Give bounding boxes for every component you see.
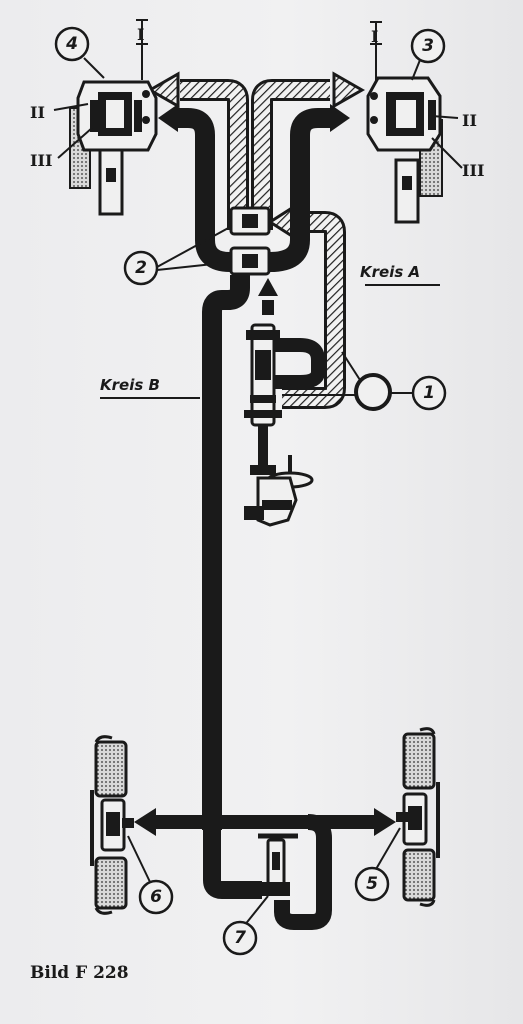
circuit-a-lines <box>146 71 366 409</box>
circuit-a-arrow-into-distributor <box>267 205 294 239</box>
circuit-b-arrow-rear-right <box>374 808 396 836</box>
figure-caption: Bild F 228 <box>30 963 129 983</box>
circuit-a-label: Kreis A <box>360 263 420 281</box>
callout-7: 7 <box>222 920 258 956</box>
roman-numeral-iii-left: III <box>30 151 52 170</box>
callout-1: 1 <box>411 375 447 411</box>
roman-numeral-i-left: I <box>137 25 144 44</box>
roman-numeral-ii-right: II <box>462 111 477 130</box>
rear-left-brake <box>90 735 134 915</box>
roman-numeral-ii-left: II <box>30 103 45 122</box>
front-right-caliper <box>366 76 443 224</box>
callout-4: 4 <box>54 26 90 62</box>
circuit-a-arrow-right <box>332 71 366 109</box>
circuit-b-regulator-loop <box>203 830 262 899</box>
callout-5: 5 <box>354 866 390 902</box>
circuit-b-label: Kreis B <box>100 376 160 394</box>
callout-6: 6 <box>138 879 174 915</box>
circuit-b-main-line <box>202 275 250 830</box>
svg-text:2: 2 <box>135 258 147 278</box>
front-left-caliper <box>69 80 158 216</box>
master-cylinder <box>244 323 282 475</box>
rear-right-brake <box>396 727 440 907</box>
brake-force-regulator <box>258 833 298 896</box>
distributor-lower <box>229 246 271 276</box>
svg-text:7: 7 <box>234 928 246 948</box>
svg-text:5: 5 <box>366 874 378 894</box>
circuit-b-pipe-left-front <box>175 108 231 272</box>
circuit-b-lines <box>134 104 396 930</box>
roman-numeral-i-right: I <box>371 27 378 46</box>
callout-2: 2 <box>123 250 159 286</box>
brake-pedal <box>244 455 314 527</box>
svg-text:1: 1 <box>423 383 435 403</box>
svg-text:3: 3 <box>422 36 434 56</box>
callout-3: 3 <box>410 28 446 64</box>
svg-text:6: 6 <box>150 887 162 907</box>
distributor-upper <box>229 206 271 236</box>
roman-numeral-iii-right: III <box>462 161 484 180</box>
brake-fluid-reservoir <box>282 351 392 411</box>
svg-text:4: 4 <box>65 34 78 54</box>
circuit-b-arrow-rear-left <box>134 808 156 836</box>
circuit-b-pipe-right-front <box>269 108 330 272</box>
circuit-a-arrow-left <box>146 71 180 109</box>
